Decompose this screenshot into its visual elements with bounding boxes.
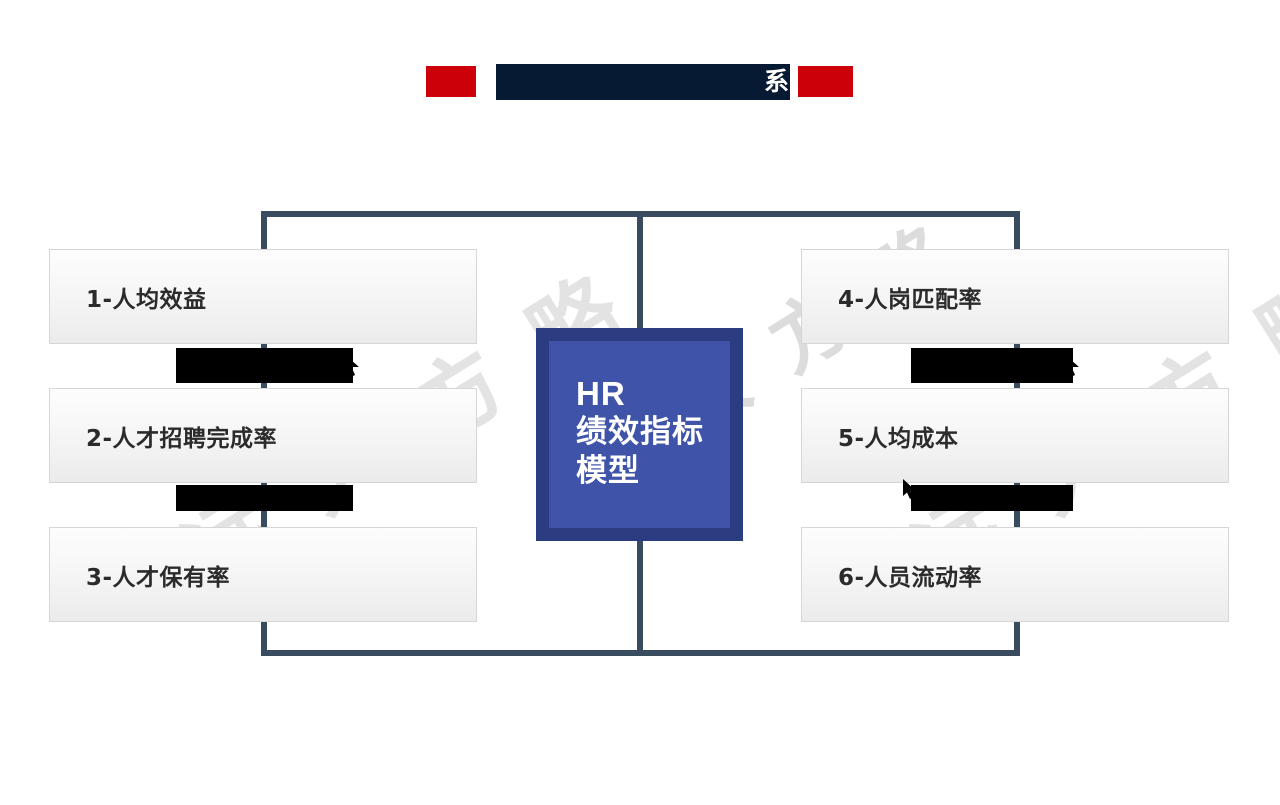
metric-card-1-label: 1-人均效益 [86,286,207,313]
metric-card-3[interactable]: 3-人才保有率 [49,527,477,622]
redaction-bar-right-lower [911,485,1073,511]
metric-card-6-label: 6-人员流动率 [838,564,983,591]
metric-card-3-label: 3-人才保有率 [86,564,231,591]
slide-title-bar: 系 [0,64,1280,100]
red-accent-block-right [798,66,853,97]
center-model-node-inner: HR 绩效指标 模型 [549,341,730,528]
redaction-bar-right-upper [911,348,1073,383]
redaction-bar-left-lower [176,485,353,511]
center-node-line-3: 模型 [576,453,640,489]
metric-card-4[interactable]: 4-人岗匹配率 [801,249,1229,344]
metric-card-5[interactable]: 5-人均成本 [801,388,1229,483]
title-redaction-block: 系 [496,64,790,100]
center-model-node[interactable]: HR 绩效指标 模型 [536,328,743,541]
metric-card-2[interactable]: 2-人才招聘完成率 [49,388,477,483]
redaction-bar-left-upper [176,348,353,383]
red-accent-block-left [426,66,476,97]
center-node-line-2: 绩效指标 [576,414,704,450]
metric-card-2-label: 2-人才招聘完成率 [86,425,278,452]
metric-card-1[interactable]: 1-人均效益 [49,249,477,344]
metric-card-4-label: 4-人岗匹配率 [838,286,983,313]
metric-card-6[interactable]: 6-人员流动率 [801,527,1229,622]
metric-card-5-label: 5-人均成本 [838,425,959,452]
center-node-line-1: HR [576,375,626,412]
title-visible-tail-character: 系 [763,68,790,96]
